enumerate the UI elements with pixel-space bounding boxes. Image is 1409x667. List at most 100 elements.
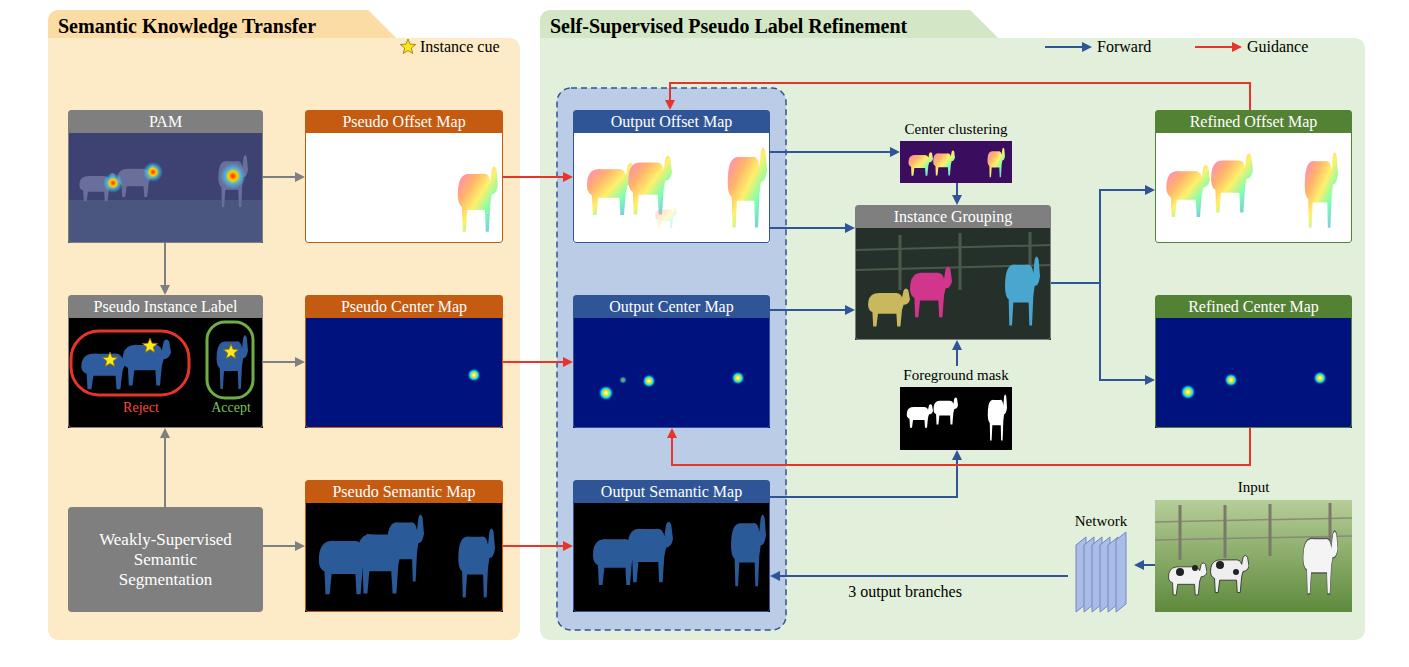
connector-arrow	[952, 183, 962, 205]
legend-label: Guidance	[1247, 38, 1308, 56]
status-label: Reject	[123, 400, 159, 416]
map-card: Refined Offset Map	[1155, 110, 1352, 243]
header-bar: Output Offset Map	[574, 111, 769, 133]
header-bar: Refined Offset Map	[1156, 111, 1351, 133]
legend-item: Guidance	[1247, 38, 1308, 56]
captioned-image: Network	[1068, 512, 1134, 612]
image-caption: Network	[1075, 512, 1128, 530]
connector-line	[164, 438, 166, 507]
connector-arrow	[1051, 185, 1155, 283]
label-holder: Reject	[123, 400, 159, 416]
arrow-head	[563, 172, 573, 182]
header-bar: PAM	[69, 111, 262, 133]
connector-line	[956, 183, 958, 195]
card-title: PAM	[149, 112, 182, 132]
connector-line	[263, 545, 295, 547]
captioned-image: Center clustering	[900, 120, 1012, 183]
card-title: Refined Offset Map	[1190, 112, 1318, 132]
connector-line	[1051, 190, 1145, 283]
captioned-image: Input	[1155, 478, 1352, 612]
connector-line	[164, 243, 166, 285]
arrow-head	[952, 340, 962, 350]
label-holder: Accept	[211, 400, 251, 416]
connector-arrow	[263, 172, 305, 182]
connector-arrow	[770, 305, 855, 315]
title-holder: Semantic Knowledge Transfer	[58, 14, 316, 38]
connector-arrow	[770, 147, 900, 157]
legend-item: Instance cue	[420, 38, 500, 56]
header-bar: Output Semantic Map	[574, 481, 769, 503]
connector-arrow	[503, 541, 573, 551]
connector-line	[263, 361, 295, 363]
header-bar: Pseudo Offset Map	[306, 111, 502, 133]
arrow-head	[1134, 560, 1144, 570]
panel-title: Semantic Knowledge Transfer	[58, 14, 316, 38]
map-card: Pseudo Semantic Map	[305, 480, 503, 612]
connector-arrow	[665, 83, 1250, 110]
connector-arrow	[263, 357, 305, 367]
connector-line	[956, 350, 958, 366]
header-bar: Pseudo Semantic Map	[306, 481, 502, 503]
card-title: Output Offset Map	[611, 112, 732, 132]
connector-arrow	[503, 357, 573, 367]
arrow-head	[845, 305, 855, 315]
arrow-head	[1145, 375, 1155, 385]
map-card: Output Center Map	[573, 295, 770, 428]
arrow-head	[160, 285, 170, 295]
image-caption: Input	[1238, 478, 1270, 496]
card-title: Output Semantic Map	[601, 482, 742, 502]
connector-arrow	[770, 450, 962, 497]
map-card: Output Offset Map	[573, 110, 770, 243]
header-bar: Pseudo Instance Label	[69, 296, 262, 318]
connector-arrow	[667, 428, 1250, 465]
card-title: Refined Center Map	[1188, 297, 1319, 317]
image-caption: Center clustering	[905, 120, 1008, 138]
connector-line	[670, 83, 1250, 110]
arrow-head	[665, 100, 675, 110]
connector-arrow	[770, 223, 855, 233]
caption-holder: Input	[1155, 478, 1352, 496]
status-label: Accept	[211, 400, 251, 416]
card-title: Pseudo Instance Label	[94, 297, 238, 317]
connector-arrow	[770, 571, 1068, 581]
connector-line	[503, 176, 563, 178]
connector-line	[1051, 283, 1145, 380]
connector-line	[780, 575, 1068, 577]
card-title: Pseudo Center Map	[341, 297, 467, 317]
legend-item: Forward	[1097, 38, 1151, 56]
panel-region: Self-Supervised Pseudo Label RefinementO…	[540, 10, 1365, 640]
card-title: Pseudo Offset Map	[342, 112, 465, 132]
captioned-image: Foreground mask	[900, 366, 1012, 450]
map-card: Instance Grouping	[855, 205, 1051, 340]
map-card: Pseudo Offset Map	[305, 110, 503, 243]
header-bar: Output Center Map	[574, 296, 769, 318]
map-card: Pseudo Center Map	[305, 295, 503, 428]
arrow-head	[563, 357, 573, 367]
edge-label: 3 output branches	[848, 583, 962, 601]
arrow-head	[952, 195, 962, 205]
map-card: Output Semantic Map	[573, 480, 770, 612]
connector-line	[503, 545, 563, 547]
arrow-head	[295, 357, 305, 367]
connector-arrow	[263, 541, 305, 551]
panel-title: Self-Supervised Pseudo Label Refinement	[550, 14, 907, 38]
map-card: PAM	[68, 110, 263, 243]
caption-holder: Center clustering	[900, 120, 1012, 138]
connector-arrow	[952, 340, 962, 366]
header-bar: Pseudo Center Map	[306, 296, 502, 318]
connector-line	[770, 151, 890, 153]
header-bar: Instance Grouping	[856, 206, 1050, 228]
arrow-head	[890, 147, 900, 157]
connector-line	[672, 428, 1250, 465]
panel-region: Semantic Knowledge TransferPAM Pseudo Off…	[48, 10, 520, 640]
card-title: Pseudo Semantic Map	[332, 482, 475, 502]
process-box: Weakly-Supervised Semantic Segmentation	[68, 507, 263, 612]
arrow-head	[563, 541, 573, 551]
caption-holder: Network	[1068, 512, 1134, 530]
connector-arrow	[160, 428, 170, 507]
arrow-head	[667, 428, 677, 438]
map-card: Refined Center Map	[1155, 295, 1352, 428]
connector-arrow	[160, 243, 170, 295]
arrow-head	[952, 450, 962, 460]
